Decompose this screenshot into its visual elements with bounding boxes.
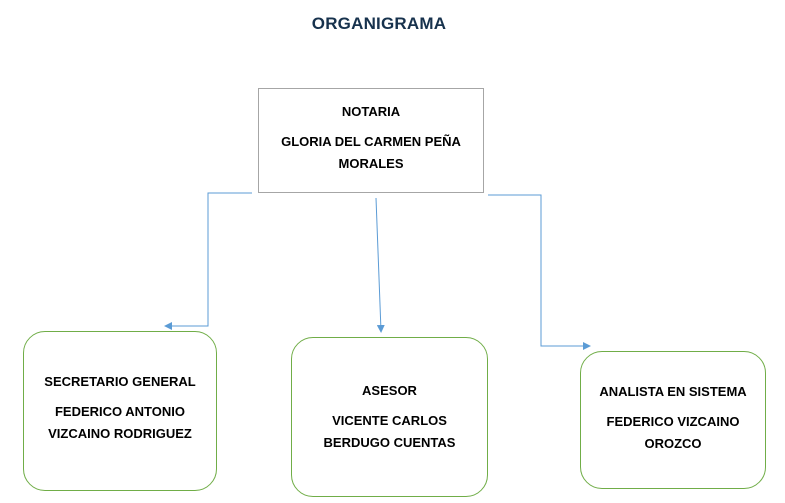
- node-name-line2: OROZCO: [644, 436, 702, 451]
- node-role: SECRETARIO GENERAL: [44, 374, 196, 389]
- node-notaria: NOTARIA GLORIA DEL CARMEN PEÑA MORALES: [258, 88, 484, 193]
- node-secretario-general: SECRETARIO GENERAL FEDERICO ANTONIO VIZC…: [23, 331, 217, 491]
- chart-title: ORGANIGRAMA: [311, 14, 447, 33]
- connector-to-asesor: [375, 197, 385, 333]
- node-asesor: ASESOR VICENTE CARLOS BERDUGO CUENTAS: [291, 337, 488, 497]
- node-name-line1: VICENTE CARLOS: [332, 413, 447, 428]
- node-name-line2: MORALES: [338, 155, 404, 171]
- node-name-line1: GLORIA DEL CARMEN PEÑA: [281, 133, 461, 149]
- node-name-line2: VIZCAINO RODRIGUEZ: [48, 426, 192, 441]
- connector-to-secretario: [164, 192, 252, 330]
- node-role: ASESOR: [362, 383, 417, 398]
- node-name-line2: BERDUGO CUENTAS: [323, 435, 456, 450]
- connector-to-analista: [488, 194, 591, 350]
- node-name-line1: FEDERICO VIZCAINO: [606, 414, 740, 429]
- node-role: NOTARIA: [341, 103, 401, 119]
- node-name-line1: FEDERICO ANTONIO: [54, 404, 185, 419]
- node-role: ANALISTA EN SISTEMA: [599, 384, 747, 399]
- node-analista-en-sistema: ANALISTA EN SISTEMA FEDERICO VIZCAINO OR…: [580, 351, 766, 489]
